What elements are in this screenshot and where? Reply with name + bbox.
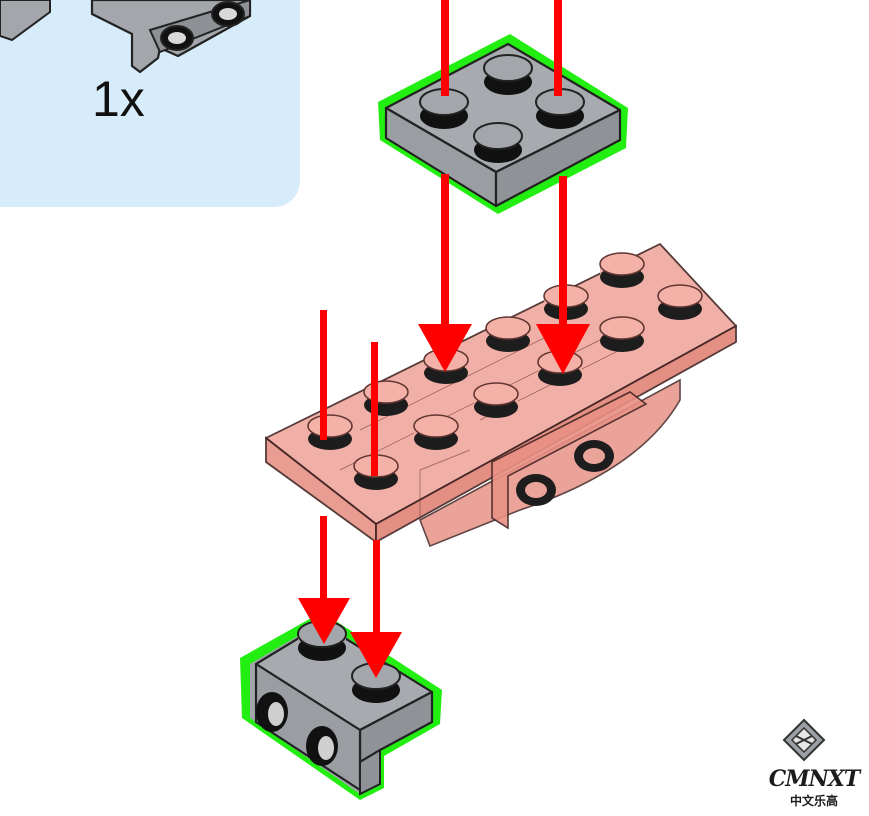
arrow-down xyxy=(298,516,350,644)
stud xyxy=(483,54,533,96)
stud xyxy=(473,382,519,419)
stud xyxy=(657,284,703,321)
stud xyxy=(307,414,353,451)
plate-2x2-gray xyxy=(378,34,628,214)
arrow-down xyxy=(350,540,402,678)
arrow-shaft xyxy=(441,0,449,96)
arrow-down xyxy=(536,176,590,374)
arrow-shaft xyxy=(371,342,378,476)
stud xyxy=(413,414,459,451)
diamond-emblem-icon xyxy=(782,718,826,762)
arrow-down xyxy=(418,174,472,372)
parts-panel-art xyxy=(0,0,252,74)
stud xyxy=(599,316,645,353)
parts-list-panel: 1x xyxy=(0,0,300,207)
ghost-assembly-red xyxy=(265,243,737,548)
bracket-part-icon xyxy=(90,0,252,74)
logo-text: CMNXT xyxy=(768,766,860,792)
stud xyxy=(485,316,531,353)
bracket-1x2-2x2-gray xyxy=(240,612,442,800)
part-quantity-label: 1x xyxy=(92,71,145,127)
stud xyxy=(599,252,645,289)
stud xyxy=(363,380,409,417)
bracket-part-icon-partial xyxy=(0,0,51,42)
cmnxt-logo: CMNXT 中文乐高 xyxy=(762,716,866,812)
arrow-shaft xyxy=(320,310,327,440)
assembly-arrows xyxy=(298,0,590,678)
logo-subtext: 中文乐高 xyxy=(789,794,838,808)
stud xyxy=(473,122,523,164)
arrow-shaft xyxy=(554,0,562,96)
